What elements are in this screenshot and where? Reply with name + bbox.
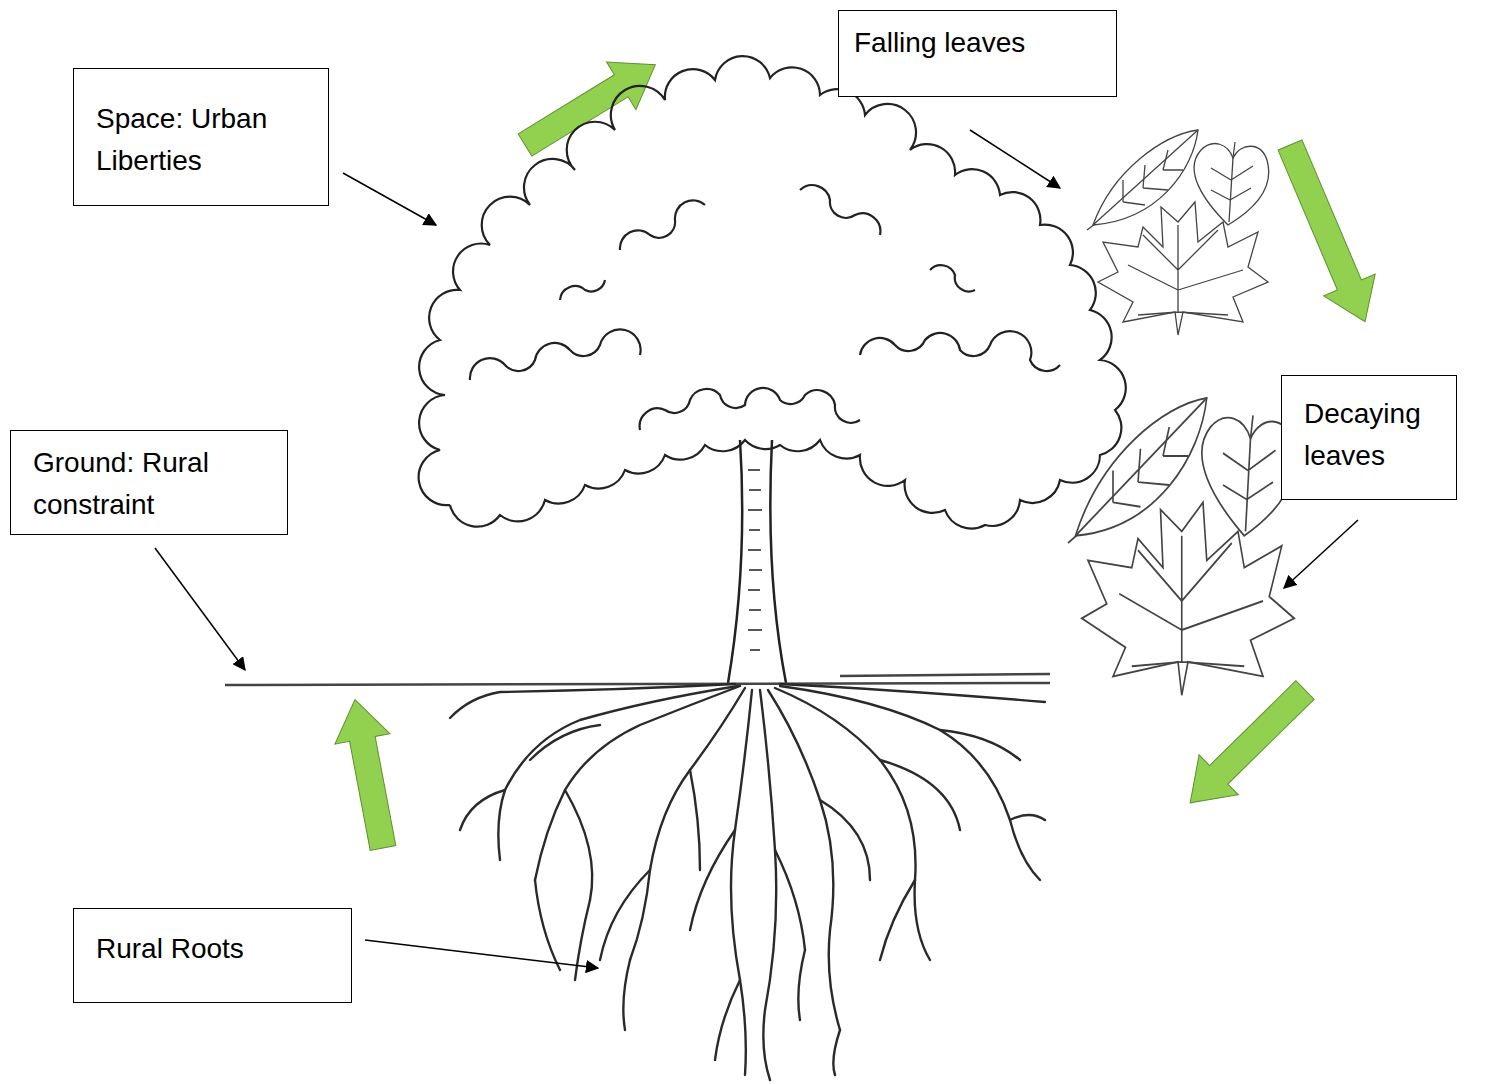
cycle-arrow bbox=[510, 41, 670, 169]
cycle-arrow bbox=[327, 694, 410, 853]
tree-trunk bbox=[728, 440, 786, 683]
callout-box: Decaying leaves bbox=[1281, 375, 1457, 500]
falling-leaves bbox=[1087, 130, 1269, 335]
cycle-arrow bbox=[327, 41, 1390, 853]
callout-box: Ground: Rural constraint bbox=[10, 430, 288, 535]
callout-text: Ground: Rural constraint bbox=[33, 442, 277, 526]
leader-line bbox=[343, 173, 436, 225]
cycle-arrow bbox=[1171, 670, 1325, 823]
cycle-arrow bbox=[1264, 134, 1391, 333]
callout-text: Rural Roots bbox=[96, 928, 341, 970]
leader-line bbox=[365, 940, 598, 968]
leader-line bbox=[970, 130, 1060, 188]
leader-line bbox=[155, 548, 245, 670]
leader-line bbox=[155, 130, 1358, 968]
leader-line bbox=[1284, 520, 1358, 588]
callout-box: Rural Roots bbox=[73, 908, 352, 1003]
callout-box: Falling leaves bbox=[838, 10, 1117, 97]
decaying-leaves bbox=[1068, 398, 1295, 695]
ground-line bbox=[225, 674, 1050, 685]
callout-box: Space: Urban Liberties bbox=[73, 68, 329, 206]
tree-roots bbox=[450, 684, 1045, 1080]
callout-text: Decaying leaves bbox=[1304, 393, 1446, 477]
callout-text: Space: Urban Liberties bbox=[96, 98, 318, 182]
callout-text: Falling leaves bbox=[854, 22, 1106, 64]
